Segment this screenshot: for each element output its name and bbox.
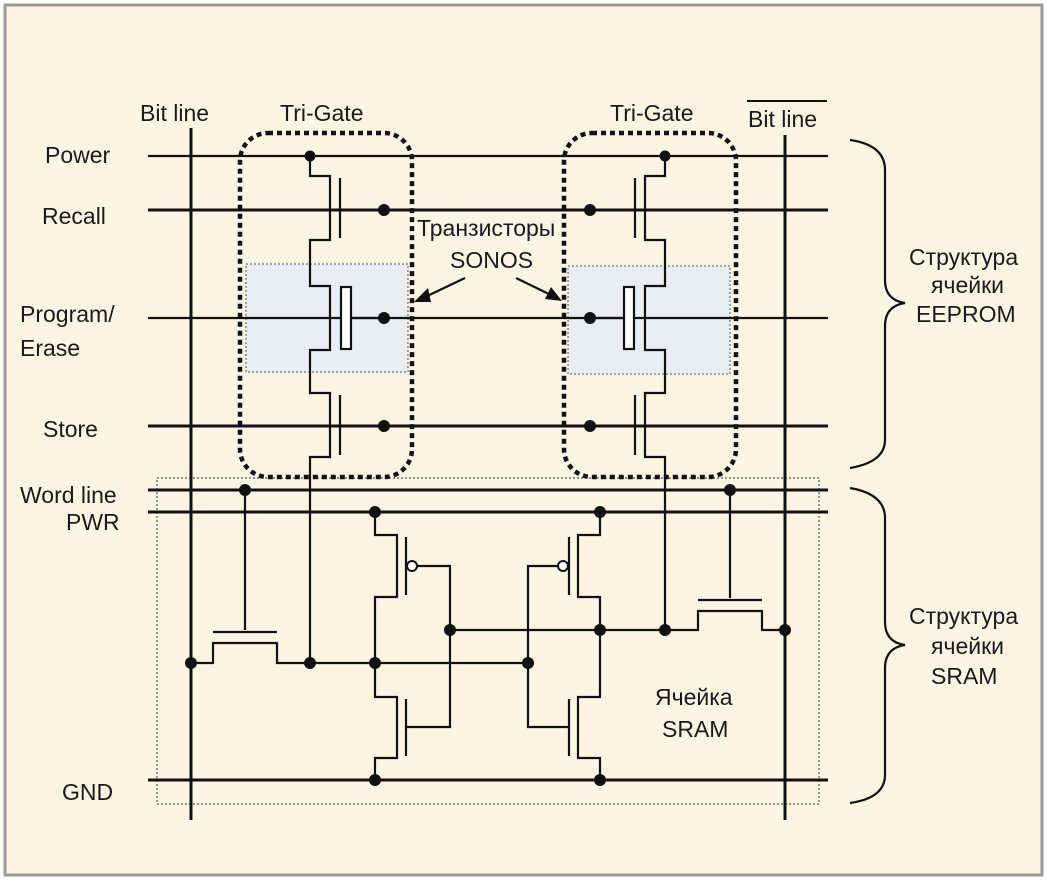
label-eeprom-1: Структура (909, 244, 1018, 270)
background (3, 3, 1044, 877)
label-tri-gate-right: Tri-Gate (610, 100, 694, 126)
label-power: Power (45, 142, 111, 168)
label-eeprom-3: EEPROM (916, 301, 1016, 327)
tri-gate-box-left (237, 130, 415, 480)
horizontal-lines (148, 154, 828, 782)
junction-dots (185, 150, 791, 786)
sram-brace (849, 486, 906, 805)
label-erase: Erase (20, 335, 80, 361)
label-word-line: Word line (20, 482, 117, 508)
label-cell-1: Ячейка (655, 684, 733, 710)
label-bit-line-bar: Bit line (748, 106, 817, 132)
label-sram-struct-1: Структура (909, 603, 1018, 629)
sram-region (156, 477, 820, 805)
label-sram-struct-2: ячейки (931, 633, 1004, 659)
eeprom-brace (849, 138, 906, 470)
label-sonos-2: SONOS (450, 247, 533, 273)
label-store: Store (43, 416, 98, 442)
right-transistor-chain (590, 156, 667, 630)
sram-access-left (191, 490, 310, 665)
label-pwr: PWR (66, 509, 120, 535)
label-sonos-1: Транзисторы (417, 215, 555, 241)
tri-gate-box-right (561, 130, 739, 480)
label-sram-struct-3: SRAM (931, 663, 997, 689)
label-bit-line: Bit line (140, 100, 209, 126)
sram-inverter-right (450, 512, 665, 780)
label-eeprom-2: ячейки (931, 272, 1004, 298)
sram-inverter-left (310, 512, 528, 780)
sonos-arrows (414, 277, 562, 302)
label-tri-gate-left: Tri-Gate (280, 100, 364, 126)
label-cell-2: SRAM (662, 716, 728, 742)
label-gnd: GND (62, 779, 113, 805)
sram-access-right (665, 490, 785, 632)
label-program: Program/ (20, 301, 115, 327)
label-recall: Recall (42, 203, 106, 229)
bit-lines (189, 128, 787, 820)
